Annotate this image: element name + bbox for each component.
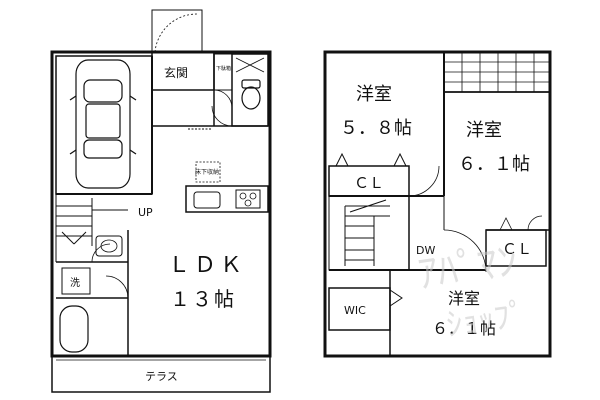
dw-label: DW [416,244,435,257]
second-floor-stairs [328,195,410,271]
room-b-name: 洋室 [466,120,502,141]
terrace-outline [51,355,271,393]
ldk-size: １３帖 [170,287,236,311]
room-c-size: ６．１帖 [432,319,496,338]
stove-icon [235,189,261,209]
terrace-label: テラス [145,370,178,383]
wic-label: WIC [344,304,366,317]
second-floor-outer-wall [323,50,552,358]
entrance-porch [151,9,203,53]
room-a-name: 洋室 [356,84,392,105]
underfloor-storage-label: 床下収納 [195,168,219,176]
bathtub-icon [59,305,89,353]
wic-room [328,287,391,331]
room-a-size: ５．８帖 [340,118,412,139]
ldk-name: ＬＤＫ [168,253,246,278]
shoe-box-label: 下駄箱 [216,65,231,72]
entrance-label: 玄関 [164,65,188,80]
car-icon [69,59,137,189]
room-b-size: ６．１帖 [458,154,530,175]
washer-spot [61,267,91,295]
first-floor [50,9,272,393]
underfloor-storage-box [195,161,221,183]
garage-outline [55,55,153,195]
stairs-up-label: UP [138,206,153,219]
shoe-box [213,53,233,91]
wash-basin-icon [95,235,123,257]
washer-label: 洗 [70,277,80,289]
closet-b-label: ＣＬ [502,240,532,258]
second-floor [323,50,552,358]
closet-a-label: ＣＬ [354,174,384,192]
toilet-icon [241,79,261,110]
kitchen-counter [185,185,269,213]
entrance-door-swing [154,13,198,53]
sink-icon [193,191,221,209]
stairs [56,198,128,246]
room-c-name: 洋室 [448,289,480,308]
